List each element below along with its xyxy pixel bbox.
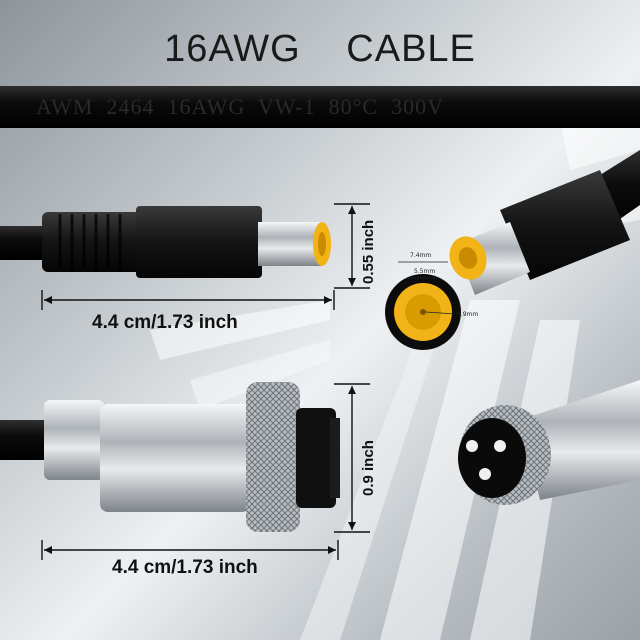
page-title: 16AWG CABLE bbox=[164, 28, 476, 70]
tip-inner-label: 5.5mm bbox=[414, 268, 436, 275]
dc-plug-angled bbox=[449, 150, 640, 295]
dc-plug bbox=[42, 206, 331, 278]
gx-length-label: 4.4 cm/1.73 inch bbox=[112, 557, 258, 578]
dc-length-label: 4.4 cm/1.73 inch bbox=[92, 312, 238, 333]
dc-diameter-label: 0.55 inch bbox=[360, 219, 377, 284]
cable-print-text: AWM 2464 16AWG VW-1 80°C 300V bbox=[36, 94, 444, 119]
gx-socket bbox=[458, 380, 640, 505]
tip-pin-label: 0.9mm bbox=[457, 311, 479, 318]
gx-diameter-label: 0.9 inch bbox=[360, 440, 377, 496]
printed-cable bbox=[0, 86, 640, 128]
tip-outer-label: 7.4mm bbox=[410, 252, 432, 259]
dimension-arrows bbox=[44, 206, 356, 554]
dimension-lines bbox=[41, 203, 370, 560]
tip-detail bbox=[385, 261, 461, 350]
gx-connector bbox=[44, 382, 340, 532]
